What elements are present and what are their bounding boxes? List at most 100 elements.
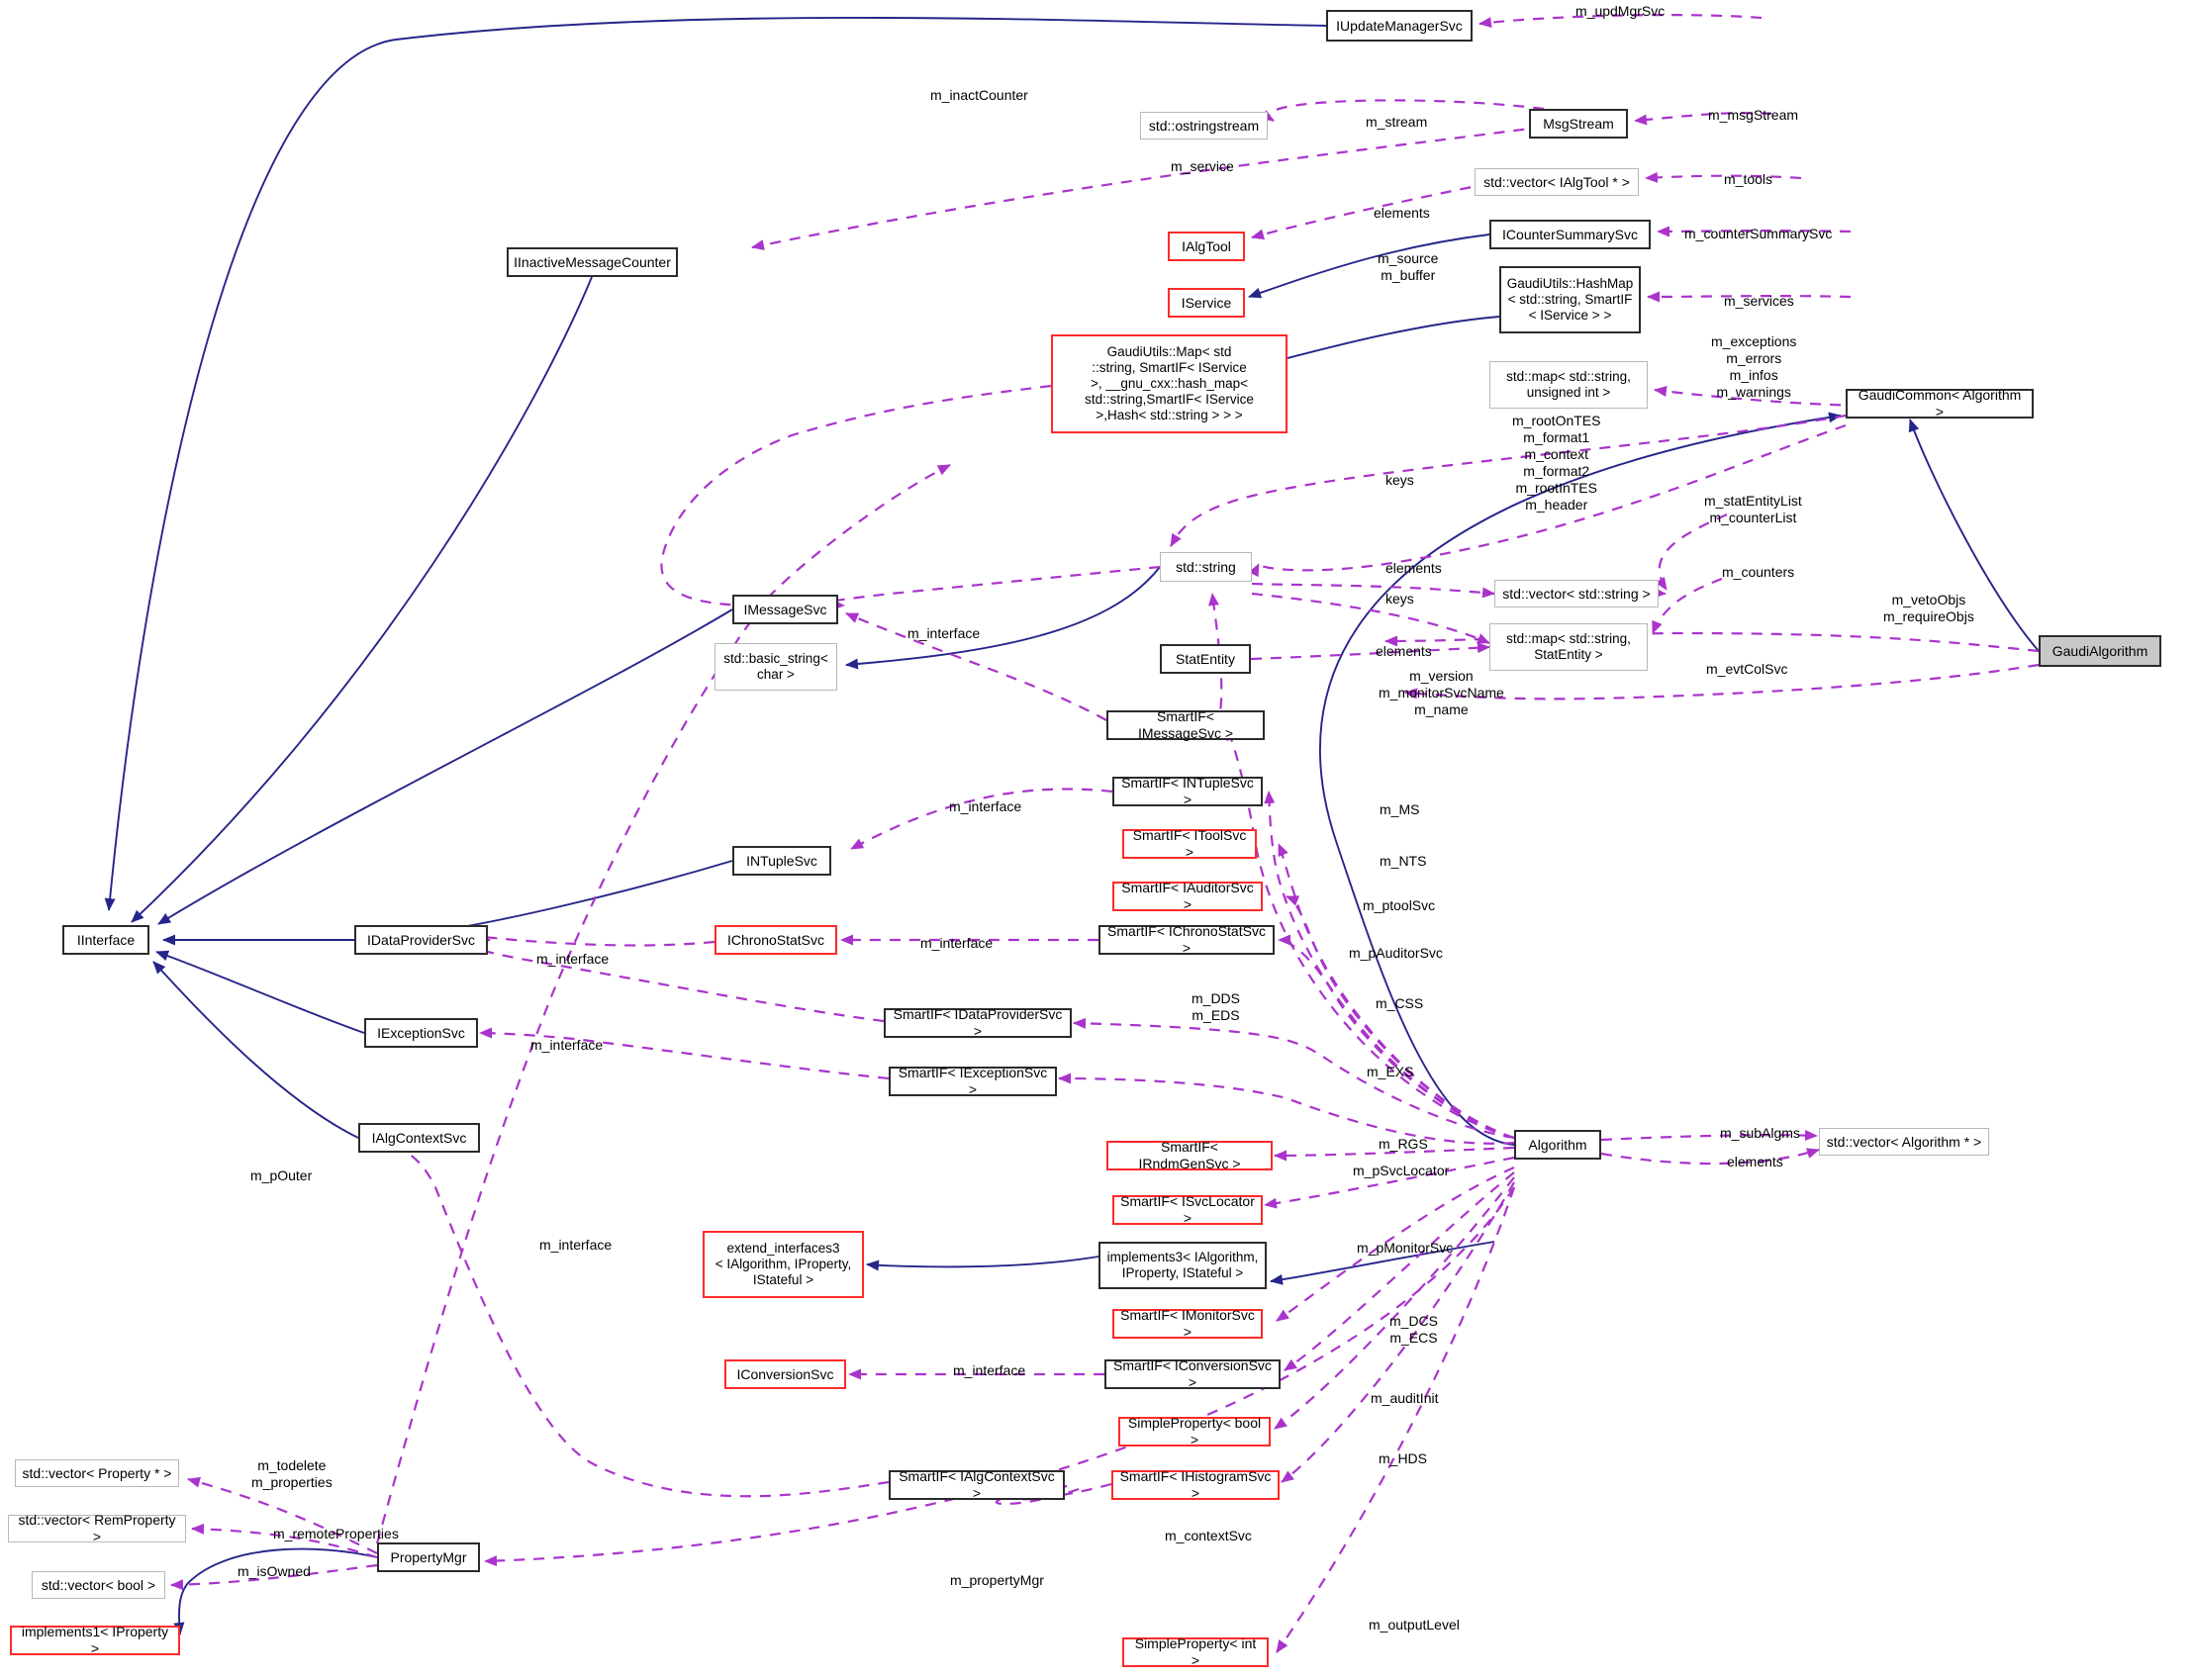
class-node-SmartIFIHistogramSvc[interactable]: SmartIF< IHistogramSvc > (1111, 1468, 1280, 1501)
edge-label: m_pMonitorSvc (1357, 1240, 1454, 1256)
class-node-label: Algorithm (1528, 1136, 1587, 1153)
class-node-SmartIFIToolSvc[interactable]: SmartIF< IToolSvc > (1122, 827, 1257, 860)
class-node-GaudiCommon[interactable]: GaudiCommon< Algorithm > (1846, 387, 2034, 420)
class-node-vecIAlgTool[interactable]: std::vector< IAlgTool * > (1475, 168, 1639, 196)
edge-label: m_subAlgms (1720, 1125, 1800, 1141)
class-node-implements3[interactable]: implements3< IAlgorithm, IProperty, ISta… (1098, 1242, 1267, 1289)
edge-label: m_version m_monitorSvcName m_name (1379, 668, 1504, 718)
class-node-vecString[interactable]: std::vector< std::string > (1494, 580, 1659, 607)
edge-label: elements (1727, 1154, 1783, 1169)
class-node-label: PropertyMgr (390, 1548, 467, 1565)
class-node-basicString[interactable]: std::basic_string< char > (715, 643, 837, 691)
class-node-label: SmartIF< IRndmGenSvc > (1138, 1139, 1241, 1171)
class-node-label: IDataProviderSvc (367, 931, 475, 948)
class-node-SmartIFIExceptionSvc[interactable]: SmartIF< IExceptionSvc > (889, 1065, 1057, 1097)
class-node-INTupleSvc[interactable]: INTupleSvc (732, 846, 831, 876)
class-node-Algorithm[interactable]: Algorithm (1514, 1130, 1601, 1160)
class-node-IAlgContextSvc[interactable]: IAlgContextSvc (358, 1123, 480, 1153)
class-node-GaudiAlgorithm[interactable]: GaudiAlgorithm (2039, 635, 2161, 667)
class-node-SmartIFIConversionSvc[interactable]: SmartIF< IConversionSvc > (1104, 1357, 1281, 1390)
edge-label: m_statEntityList m_counterList (1704, 493, 1802, 526)
edge-label: m_pOuter (250, 1167, 313, 1183)
class-node-label: IUpdateManagerSvc (1336, 17, 1463, 34)
class-node-IDataProviderSvc[interactable]: IDataProviderSvc (354, 925, 488, 955)
class-node-label: std::basic_string< char > (723, 651, 828, 682)
edge-label: m_DDS m_EDS (1192, 990, 1241, 1024)
class-node-SmartIFIAuditorSvc[interactable]: SmartIF< IAuditorSvc > (1112, 880, 1263, 912)
class-node-MsgStream[interactable]: MsgStream (1529, 109, 1628, 139)
class-node-label: implements1< IProperty > (21, 1624, 169, 1656)
edge-label: keys (1385, 472, 1414, 488)
class-node-label: SmartIF< IToolSvc > (1132, 827, 1247, 860)
class-node-GaudiUtilsMap[interactable]: GaudiUtils::Map< std ::string, SmartIF< … (1051, 334, 1287, 433)
class-node-label: std::map< std::string, unsigned int > (1506, 369, 1631, 400)
edge-label: elements (1374, 205, 1430, 221)
class-node-IInterface[interactable]: IInterface (62, 925, 149, 955)
edge-label: m_interface (530, 1037, 604, 1053)
class-node-implements1[interactable]: implements1< IProperty > (10, 1624, 180, 1656)
edge-label: m_services (1724, 293, 1794, 309)
edge-label: m_rootOnTES m_format1 m_context m_format… (1512, 413, 1601, 513)
edge-label: m_interface (907, 625, 981, 641)
class-node-label: IAlgTool (1182, 237, 1231, 254)
class-node-vecPropertyPtr[interactable]: std::vector< Property * > (15, 1459, 179, 1487)
class-node-SmartIFIMessageSvc[interactable]: SmartIF< IMessageSvc > (1106, 708, 1265, 741)
class-node-label: IInactiveMessageCounter (514, 253, 671, 270)
class-node-IService[interactable]: IService (1168, 288, 1245, 318)
class-node-stdstring[interactable]: std::string (1160, 552, 1252, 582)
class-node-SimplePropertyBool[interactable]: SimpleProperty< bool > (1118, 1415, 1271, 1447)
edge-label: m_counters (1722, 564, 1795, 580)
edge-label: m_NTS (1380, 853, 1427, 869)
edge-label: m_DCS m_ECS (1389, 1313, 1439, 1347)
edge-label: m_pSvcLocator (1353, 1163, 1450, 1178)
class-node-label: INTupleSvc (746, 852, 817, 869)
edge-label: m_HDS (1379, 1450, 1428, 1466)
class-node-label: SmartIF< IMonitorSvc > (1120, 1307, 1255, 1340)
class-node-IConversionSvc[interactable]: IConversionSvc (724, 1359, 846, 1389)
class-node-SmartIFINTupleSvc[interactable]: SmartIF< INTupleSvc > (1112, 775, 1263, 807)
class-node-IMessageSvc[interactable]: IMessageSvc (732, 595, 838, 624)
class-node-label: IExceptionSvc (377, 1024, 465, 1041)
class-node-IInactiveMessageCounter[interactable]: IInactiveMessageCounter (507, 247, 678, 277)
class-node-extendInterfaces3[interactable]: extend_interfaces3 < IAlgorithm, IProper… (703, 1231, 864, 1298)
class-node-IUpdateManagerSvc[interactable]: IUpdateManagerSvc (1326, 10, 1473, 42)
class-node-StatEntity[interactable]: StatEntity (1160, 644, 1251, 674)
class-node-vecBool[interactable]: std::vector< bool > (32, 1571, 165, 1599)
class-node-label: std::string (1176, 558, 1236, 575)
class-node-IExceptionSvc[interactable]: IExceptionSvc (364, 1018, 478, 1048)
edge-label: m_tools (1724, 171, 1773, 187)
class-node-SmartIFIMonitorSvc[interactable]: SmartIF< IMonitorSvc > (1112, 1307, 1263, 1340)
class-node-label: IAlgContextSvc (371, 1129, 467, 1146)
class-node-ostringstream[interactable]: std::ostringstream (1140, 112, 1268, 140)
class-node-ICounterSummarySvc[interactable]: ICounterSummarySvc (1489, 220, 1651, 249)
class-node-label: SmartIF< IMessageSvc > (1137, 708, 1234, 741)
class-node-label: IService (1181, 294, 1232, 311)
edge-label: m_source m_buffer (1378, 250, 1439, 284)
edge-label: m_interface (539, 1237, 613, 1253)
class-node-IAlgTool[interactable]: IAlgTool (1168, 232, 1245, 261)
edge-label: m_updMgrSvc (1575, 3, 1666, 19)
class-node-label: IChronoStatSvc (726, 931, 825, 948)
class-node-SmartIFISvcLocator[interactable]: SmartIF< ISvcLocator > (1112, 1193, 1263, 1226)
class-node-label: std::ostringstream (1148, 117, 1260, 134)
edge-label: m_interface (920, 935, 994, 951)
class-node-vecRemProperty[interactable]: std::vector< RemProperty > (8, 1512, 186, 1544)
class-node-mapStringUInt[interactable]: std::map< std::string, unsigned int > (1489, 361, 1648, 409)
class-node-label: std::map< std::string, StatEntity > (1506, 631, 1631, 662)
class-node-SmartIFIDataProviderSvc[interactable]: SmartIF< IDataProviderSvc > (884, 1006, 1072, 1039)
edge-label: m_contextSvc (1165, 1528, 1252, 1543)
class-node-label: GaudiAlgorithm (2051, 642, 2148, 659)
class-node-SimplePropertyInt[interactable]: SimpleProperty< int > (1122, 1635, 1269, 1668)
edge-label: m_inactCounter (930, 87, 1028, 103)
class-node-label: SmartIF< IConversionSvc > (1113, 1357, 1272, 1390)
class-node-SmartIFIRndmGenSvc[interactable]: SmartIF< IRndmGenSvc > (1106, 1139, 1273, 1171)
class-node-mapStringStat[interactable]: std::map< std::string, StatEntity > (1489, 623, 1648, 671)
class-node-PropertyMgr[interactable]: PropertyMgr (377, 1542, 480, 1572)
class-node-SmartIFIChronoStatSvc[interactable]: SmartIF< IChronoStatSvc > (1098, 923, 1275, 956)
edge-label: m_isOwned (238, 1563, 311, 1579)
class-node-IChronoStatSvc[interactable]: IChronoStatSvc (715, 925, 837, 955)
class-node-vecAlgorithm[interactable]: std::vector< Algorithm * > (1819, 1128, 1989, 1156)
class-node-HashMap[interactable]: GaudiUtils::HashMap < std::string, Smart… (1499, 266, 1641, 333)
class-node-label: SmartIF< IDataProviderSvc > (893, 1006, 1063, 1039)
class-node-SmartIFIAlgContextSvc[interactable]: SmartIF< IAlgContextSvc > (889, 1468, 1065, 1501)
